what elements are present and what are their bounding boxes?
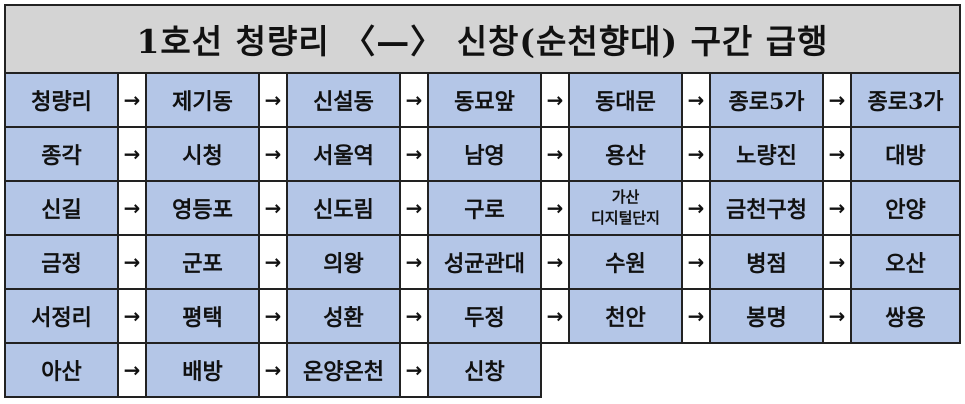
- station-cell: 병점: [711, 236, 824, 290]
- arrow-icon: →: [542, 74, 570, 128]
- arrow-icon: →: [260, 344, 288, 398]
- arrow-icon: →: [683, 290, 711, 344]
- arrow-icon: →: [119, 290, 147, 344]
- station-cell: 종각: [6, 128, 119, 182]
- station-cell: 의왕: [288, 236, 401, 290]
- arrow-icon: →: [119, 128, 147, 182]
- arrow-icon: →: [401, 344, 429, 398]
- arrow-icon: →: [824, 236, 852, 290]
- station-cell: 서울역: [288, 128, 401, 182]
- station-cell: 신길: [6, 182, 119, 236]
- arrow-icon: →: [401, 290, 429, 344]
- arrow-icon: →: [683, 182, 711, 236]
- station-cell: 대방: [852, 128, 961, 182]
- arrow-icon: →: [683, 74, 711, 128]
- station-cell: 수원: [570, 236, 683, 290]
- arrow-icon: →: [824, 290, 852, 344]
- station-cell: 신창: [429, 344, 542, 398]
- station-name-line1: 가산: [611, 188, 640, 206]
- station-cell: 천안: [570, 290, 683, 344]
- express-route-table: 1호선 청량리 〈—〉 신창(순천향대) 구간 급행 청량리→제기동→신설동→동…: [4, 4, 961, 398]
- station-cell: 평택: [147, 290, 260, 344]
- station-cell: 아산: [6, 344, 119, 398]
- station-cell: 시청: [147, 128, 260, 182]
- station-cell: 청량리: [6, 74, 119, 128]
- station-cell: 안양: [852, 182, 961, 236]
- arrow-icon: →: [119, 344, 147, 398]
- station-cell: 제기동: [147, 74, 260, 128]
- arrow-icon: →: [401, 128, 429, 182]
- arrow-icon: →: [824, 74, 852, 128]
- station-cell: 두정: [429, 290, 542, 344]
- arrow-icon: →: [401, 236, 429, 290]
- arrow-icon: →: [260, 290, 288, 344]
- station-cell: 봉명: [711, 290, 824, 344]
- arrow-icon: →: [542, 182, 570, 236]
- arrow-icon: →: [542, 236, 570, 290]
- arrow-icon: →: [260, 128, 288, 182]
- arrow-icon: →: [260, 182, 288, 236]
- station-cell: 영등포: [147, 182, 260, 236]
- arrow-icon: →: [824, 128, 852, 182]
- station-cell: 군포: [147, 236, 260, 290]
- arrow-icon: →: [683, 236, 711, 290]
- station-cell: 배방: [147, 344, 260, 398]
- station-cell: 남영: [429, 128, 542, 182]
- table-title: 1호선 청량리 〈—〉 신창(순천향대) 구간 급행: [6, 6, 961, 74]
- station-cell: 구로: [429, 182, 542, 236]
- empty-area: [570, 344, 961, 398]
- arrow-icon: →: [119, 182, 147, 236]
- station-cell: 신도림: [288, 182, 401, 236]
- station-cell: 종로5가: [711, 74, 824, 128]
- arrow-icon: →: [119, 236, 147, 290]
- station-cell: 노량진: [711, 128, 824, 182]
- arrow-icon: →: [683, 128, 711, 182]
- arrow-icon: →: [119, 74, 147, 128]
- arrow-icon: →: [824, 182, 852, 236]
- station-cell: 쌍용: [852, 290, 961, 344]
- station-cell: 오산: [852, 236, 961, 290]
- station-cell: 종로3가: [852, 74, 961, 128]
- station-cell: 동대문: [570, 74, 683, 128]
- station-cell: 온양온천: [288, 344, 401, 398]
- station-cell: 금천구청: [711, 182, 824, 236]
- arrow-icon: →: [260, 236, 288, 290]
- arrow-icon: →: [542, 290, 570, 344]
- station-cell: 동묘앞: [429, 74, 542, 128]
- station-name-line2: 디지털단지: [590, 209, 660, 227]
- arrow-icon: →: [401, 182, 429, 236]
- station-cell: 용산: [570, 128, 683, 182]
- arrow-icon: →: [260, 74, 288, 128]
- station-cell: 서정리: [6, 290, 119, 344]
- station-cell: 금정: [6, 236, 119, 290]
- station-cell: 신설동: [288, 74, 401, 128]
- station-cell: 성환: [288, 290, 401, 344]
- arrow-icon: →: [401, 74, 429, 128]
- station-cell: 성균관대: [429, 236, 542, 290]
- arrow-icon: →: [542, 128, 570, 182]
